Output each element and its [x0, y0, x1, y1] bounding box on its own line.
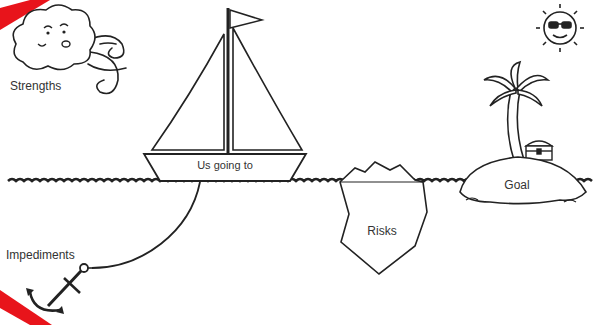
- sailboat-node: Us going to: [140, 6, 310, 182]
- anchor-node: Impediments: [6, 248, 92, 318]
- node-label: Risks: [357, 224, 407, 238]
- iceberg-node-outline: [335, 160, 430, 278]
- sun: [536, 4, 584, 52]
- node-label: Us going to: [162, 158, 288, 172]
- cloud-node: Strengths: [8, 2, 102, 100]
- treasure-chest: [526, 141, 552, 160]
- node-label: Strengths: [10, 79, 80, 93]
- node-label: Goal: [496, 178, 538, 192]
- island-node: Goal: [456, 152, 590, 210]
- node-label: Impediments: [6, 248, 78, 262]
- sailboat-node-outline: [140, 6, 310, 182]
- iceberg-node: Risks: [335, 160, 430, 278]
- red-corner: [0, 290, 52, 325]
- anchor-rope: [92, 182, 200, 268]
